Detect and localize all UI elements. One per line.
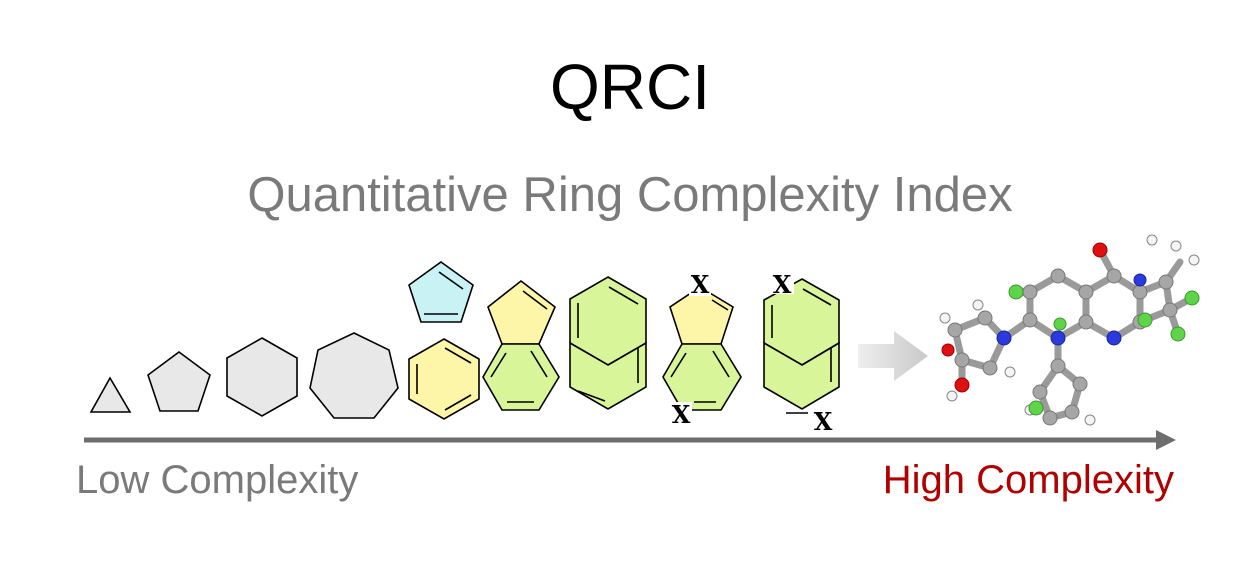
- cyclopentadiene-ring: [408, 261, 474, 323]
- progression-arrow: [858, 331, 928, 381]
- hetero-atom-label: X: [814, 407, 833, 436]
- page-subtitle: Quantitative Ring Complexity Index: [247, 168, 1013, 222]
- hexagon-ring: [226, 337, 298, 417]
- hetero-atom-label: X: [691, 270, 710, 299]
- heptagon-ring: [309, 332, 399, 419]
- hetero-atom-label: X: [773, 270, 792, 299]
- complexity-axis-arrow: [84, 430, 1176, 450]
- complex-drug-molecule: [939, 234, 1200, 426]
- naphthalene-ring: [569, 276, 647, 410]
- hetero-atom-label: X: [672, 400, 691, 429]
- pentagon-ring: [147, 351, 211, 412]
- triangle-ring: [89, 376, 132, 413]
- page-title: QRCI: [550, 51, 710, 123]
- hetero-indene-ring: [662, 272, 742, 426]
- low-complexity-label: Low Complexity: [76, 458, 359, 502]
- hetero-naphthalene-ring: [763, 268, 840, 434]
- indene-ring: [482, 279, 560, 411]
- benzene-ring: [408, 338, 480, 420]
- high-complexity-label: High Complexity: [882, 458, 1174, 502]
